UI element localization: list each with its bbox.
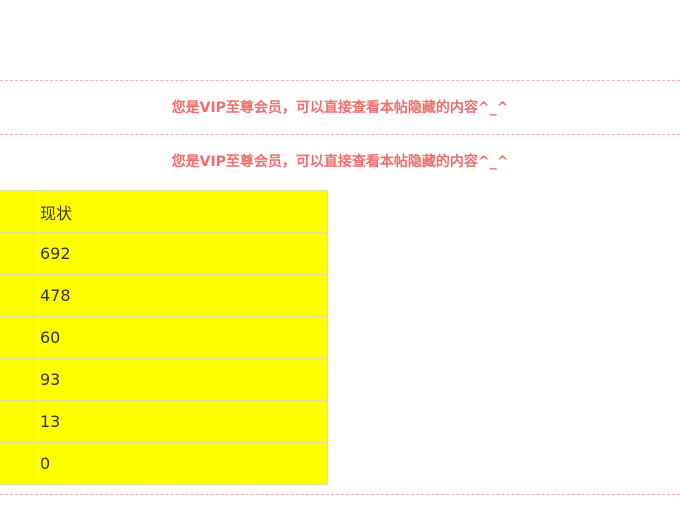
table-row: 13	[0, 400, 328, 443]
table-value-cell: 0	[33, 442, 328, 485]
table-row: 60	[0, 316, 328, 359]
table-value-cell: 478	[33, 274, 328, 317]
table-cell-left	[0, 358, 34, 401]
table-cell-left	[0, 400, 34, 443]
table-cell-left	[0, 316, 34, 359]
vip-hidden-content-notice: 您是VIP至尊会员，可以直接查看本帖隐藏的内容^_^	[171, 154, 509, 170]
dashed-divider	[0, 134, 680, 135]
table-header-row: 现状	[0, 190, 328, 233]
table-row: 478	[0, 274, 328, 317]
table-cell-left	[0, 232, 34, 275]
table-value-cell: 13	[33, 400, 328, 443]
table-value-cell: 60	[33, 316, 328, 359]
table-row: 0	[0, 442, 328, 485]
table-cell-left	[0, 442, 34, 485]
table-row: 93	[0, 358, 328, 401]
table-value-cell: 692	[33, 232, 328, 275]
data-table: 现状 692 478 60 93 13	[0, 190, 328, 485]
table-cell-left	[0, 274, 34, 317]
table-row: 692	[0, 232, 328, 275]
vip-hidden-content-notice: 您是VIP至尊会员，可以直接查看本帖隐藏的内容^_^	[171, 100, 509, 116]
dashed-divider	[0, 494, 680, 495]
table-header-cell: 现状	[33, 190, 328, 233]
dashed-divider	[0, 80, 680, 81]
table-cell-left	[0, 190, 34, 233]
table-value-cell: 93	[33, 358, 328, 401]
